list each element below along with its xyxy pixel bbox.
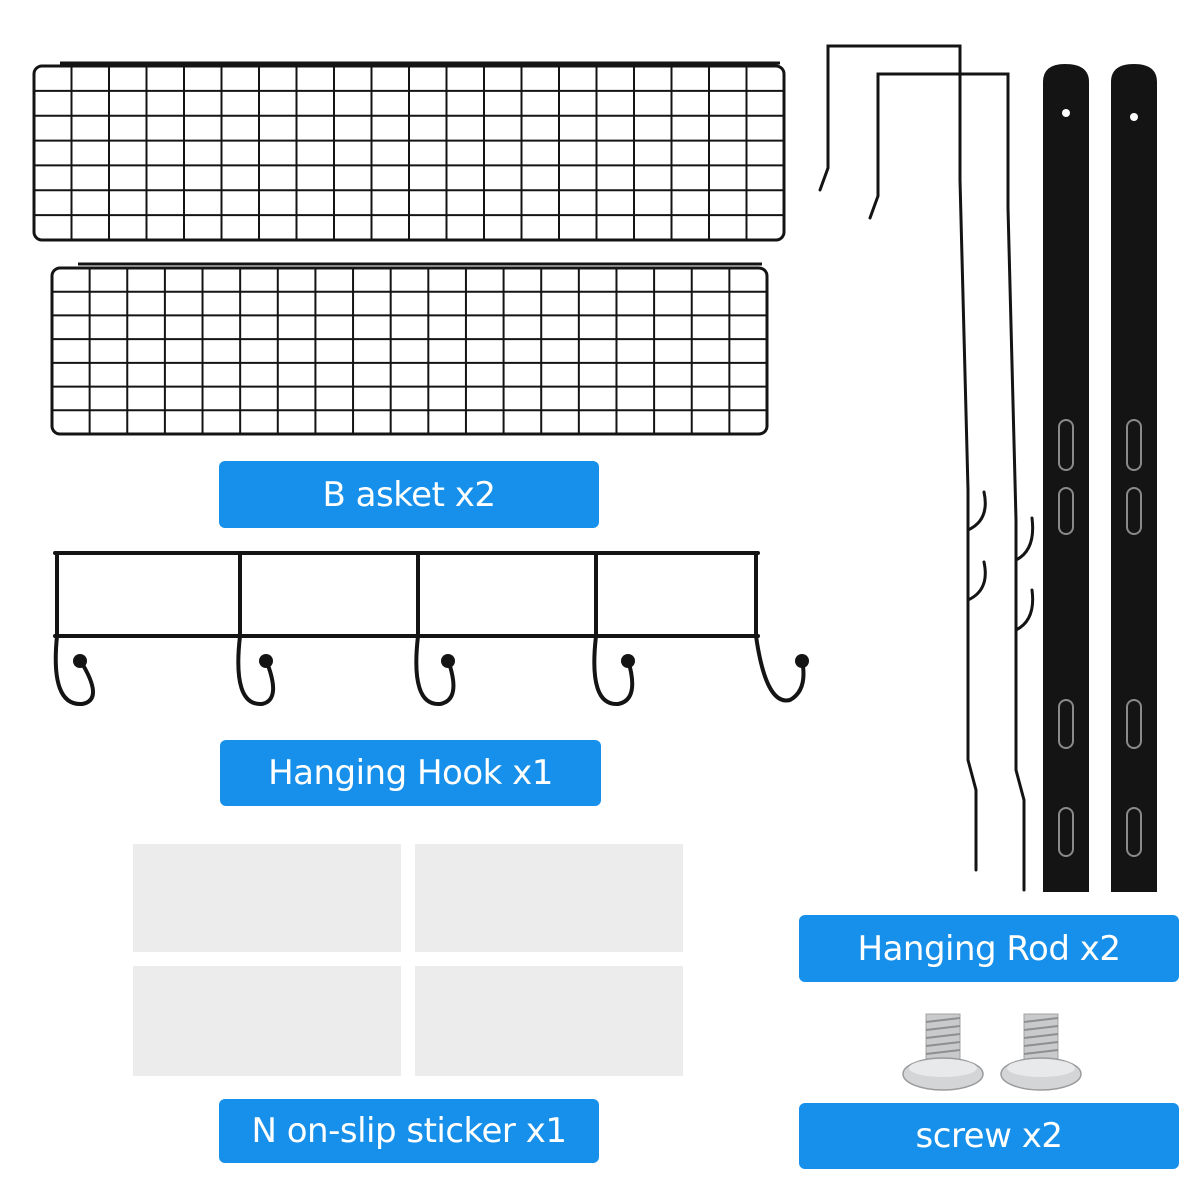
flat-hanging-rods bbox=[1043, 64, 1157, 892]
non-slip-sticker-pieces bbox=[133, 844, 683, 1076]
basket-top bbox=[32, 61, 786, 242]
hanging-hook-label: Hanging Hook x1 bbox=[220, 740, 601, 806]
basket-bottom bbox=[50, 262, 769, 436]
hanging-rod-label: Hanging Rod x2 bbox=[799, 915, 1179, 982]
hanging-hook-rack bbox=[53, 551, 806, 707]
screw-1-icon bbox=[902, 1013, 984, 1091]
non-slip-sticker-label: N on-slip sticker x1 bbox=[219, 1099, 599, 1163]
hook-ball-tips bbox=[73, 654, 809, 668]
door-hanger-wires bbox=[818, 44, 1035, 892]
screw-label: screw x2 bbox=[799, 1103, 1179, 1169]
basket-label: B asket x2 bbox=[219, 461, 599, 528]
screw-2-icon bbox=[1000, 1013, 1082, 1091]
